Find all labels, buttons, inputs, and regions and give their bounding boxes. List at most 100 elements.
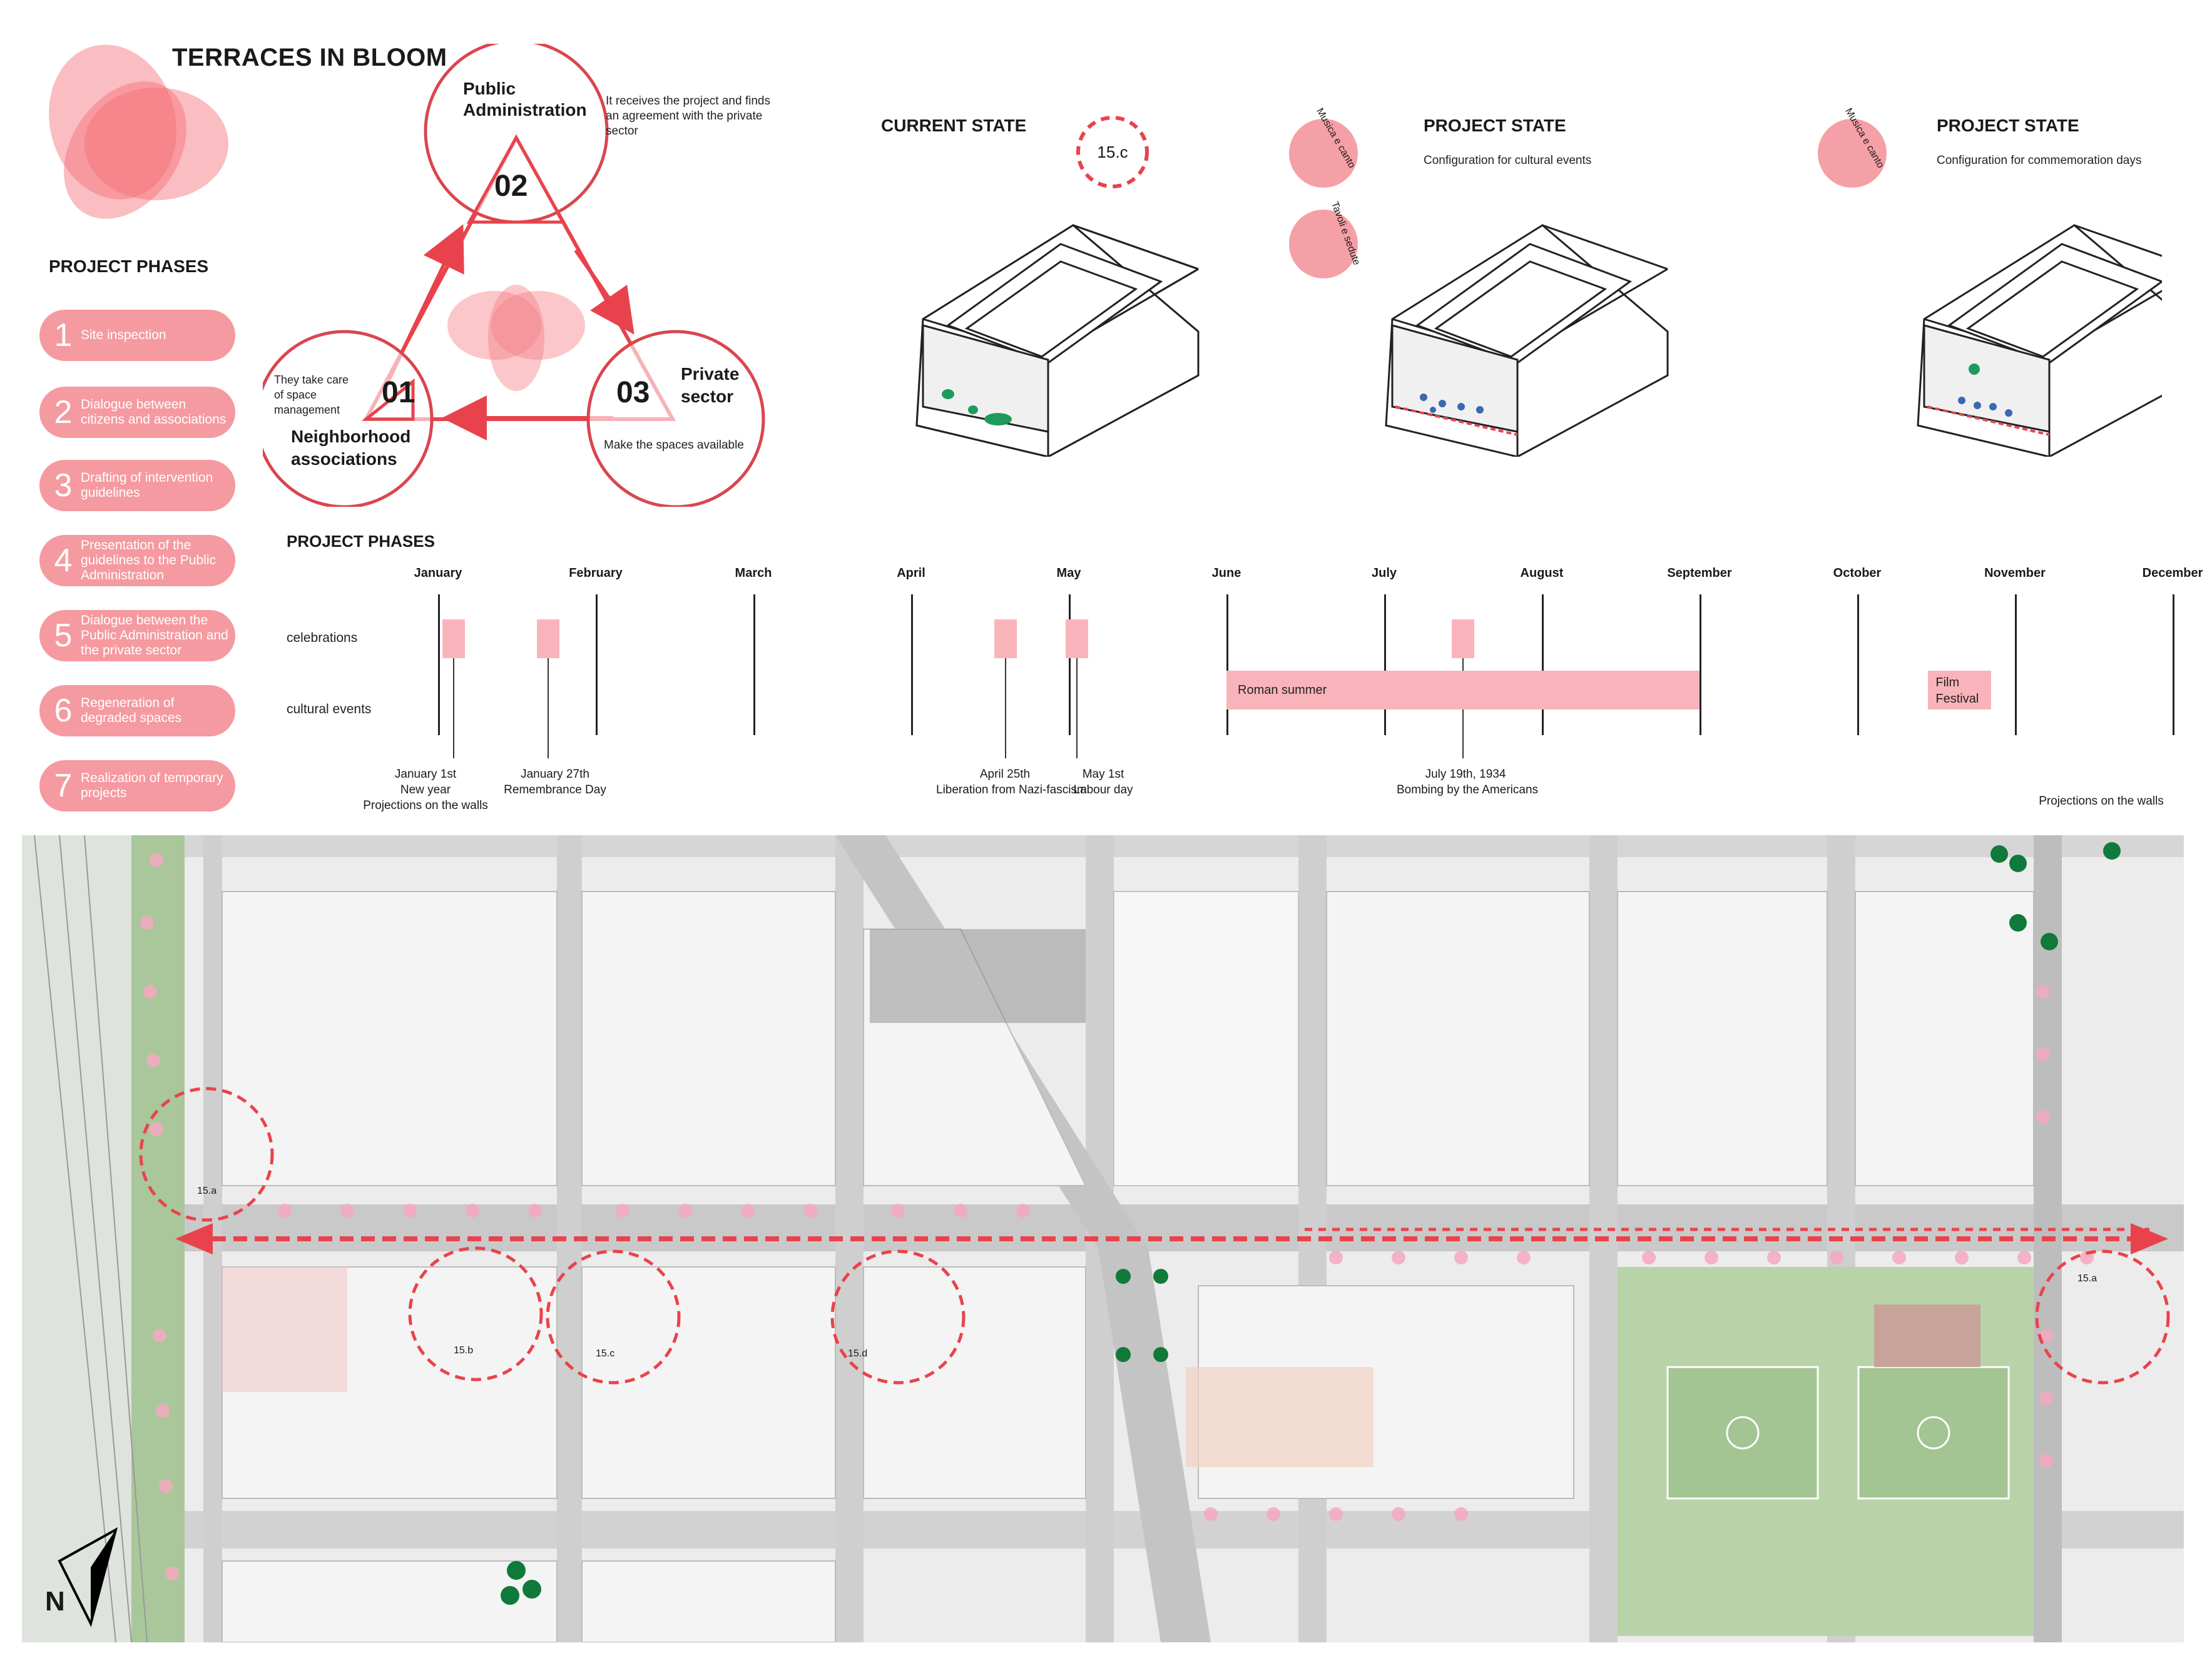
celebration-marker: [1452, 619, 1474, 658]
node-02-description: It receives the project and finds an agr…: [606, 94, 770, 138]
celebration-marker: [994, 619, 1017, 658]
site-badge-label: 15.c: [1097, 143, 1128, 161]
timeline-note-line: Remembrance Day: [504, 783, 606, 796]
celebration-leader: [453, 658, 455, 758]
month-gridline: [1700, 594, 1701, 735]
site-label-15a-right: 15.a: [2077, 1273, 2097, 1284]
phase-label: Drafting of intervention guidelines: [81, 470, 213, 500]
cycle-diagram: [263, 44, 765, 507]
node-01-description: They take care of space management: [274, 374, 349, 416]
month-label: August: [1520, 566, 1564, 580]
commemoration-state-subtitle: Configuration for commemoration days: [1937, 154, 2142, 167]
month-label: November: [1984, 566, 2046, 580]
phase-label: Dialogue between citizens and associatio…: [81, 397, 227, 427]
node-02-number: 02: [494, 170, 528, 203]
logo-petals-icon: [49, 44, 228, 219]
phase-number: 5: [54, 618, 73, 654]
timeline-note-line: Bombing by the Americans: [1397, 783, 1539, 796]
music-icon-2: [1818, 119, 1887, 188]
phase-number: 6: [54, 693, 73, 729]
month-gridline: [1384, 594, 1386, 735]
month-label: May: [1056, 566, 1081, 580]
phase-item: 6 Regeneration of degraded spaces: [39, 685, 235, 736]
month-gridline: [1857, 594, 1859, 735]
cultural-state-subtitle: Configuration for cultural events: [1424, 154, 1592, 167]
timeline-note-title: January 27th: [521, 768, 589, 781]
timeline-note: Projections on the walls: [2032, 793, 2170, 809]
month-gridline: [1542, 594, 1544, 735]
month-gridline: [753, 594, 755, 735]
site-map: [22, 835, 2184, 1642]
tables-icon: [1289, 210, 1358, 278]
timeline-note-line: Liberation from Nazi-fascism: [936, 783, 1087, 796]
cultural-building: [1385, 224, 1669, 457]
month-label: March: [735, 566, 772, 580]
site-label-15a-left: 15.a: [197, 1186, 217, 1196]
phase-number: 4: [54, 542, 73, 579]
event-label: Roman summer: [1238, 683, 1327, 697]
month-gridline: [438, 594, 440, 735]
month-label: October: [1833, 566, 1882, 580]
month-label: January: [414, 566, 462, 580]
month-gridline: [2015, 594, 2017, 735]
node-01-number: 01: [382, 376, 415, 409]
month-label: December: [2142, 566, 2203, 580]
timeline-note-title: May 1st: [1082, 768, 1124, 781]
timeline-note-line: Labour day: [1073, 783, 1133, 796]
celebration-leader: [548, 658, 549, 758]
current-state-title: CURRENT STATE: [881, 116, 1027, 135]
node-02-title: Public Administration: [463, 79, 587, 120]
phase-label: Site inspection: [81, 328, 166, 342]
site-15b: [408, 1246, 543, 1381]
node-03-title: Private sector: [681, 364, 740, 406]
node-03-description: Make the spaces available: [604, 439, 744, 452]
celebration-leader: [1076, 658, 1078, 758]
timeline-note-line: Projections on the walls: [363, 799, 488, 812]
north-label: N: [45, 1586, 65, 1617]
timeline-note-title: July 19th, 1934: [1425, 768, 1506, 781]
page-title: TERRACES IN BLOOM: [172, 44, 447, 71]
event-bar: Film Festival: [1928, 671, 1992, 709]
site-label-15c: 15.c: [596, 1348, 615, 1359]
site-15d: [830, 1249, 966, 1385]
node-01-title: Neighborhood associations: [291, 427, 411, 469]
site-15a-right: [2035, 1249, 2170, 1385]
phases-heading: PROJECT PHASES: [49, 257, 209, 276]
month-gridline: [1226, 594, 1228, 735]
month-gridline: [596, 594, 598, 735]
event-bar: Roman summer: [1226, 671, 1700, 709]
timeline-note-title: April 25th: [979, 768, 1031, 781]
phase-number: 3: [54, 467, 73, 504]
month-label: April: [897, 566, 925, 580]
timeline-note-line: Projections on the walls: [2039, 795, 2164, 808]
month-label: February: [569, 566, 623, 580]
cultural-state-title: PROJECT STATE: [1424, 116, 1566, 135]
phase-label: Regeneration of degraded spaces: [81, 696, 182, 725]
celebration-marker: [537, 619, 560, 658]
timeline-heading: PROJECT PHASES: [287, 532, 435, 551]
node-03-circle: [586, 330, 765, 507]
arrow-02-to-03: [574, 249, 635, 335]
site-label-15d: 15.d: [848, 1348, 868, 1359]
phase-item: 2 Dialogue between citizens and associati…: [39, 387, 235, 438]
timeline-note-title: January 1st: [394, 768, 457, 781]
commemoration-building: [1917, 224, 2162, 457]
timeline-note-line: New year: [400, 783, 451, 796]
celebration-leader: [1005, 658, 1007, 758]
current-building: [915, 224, 1200, 457]
month-gridline: [2173, 594, 2174, 735]
phase-label: Dialogue between the Public Administrati…: [81, 613, 228, 658]
node-03-number: 03: [616, 376, 650, 409]
phase-number: 2: [54, 394, 73, 430]
event-label: Film Festival: [1935, 676, 1979, 706]
center-petals-icon: [447, 285, 585, 391]
